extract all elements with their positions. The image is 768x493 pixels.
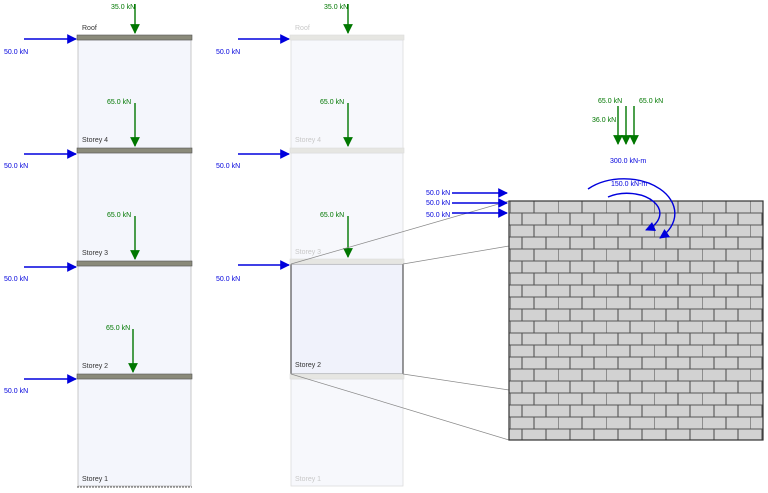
storey-label-3: Storey 3: [82, 250, 108, 257]
storey-label-4: Storey 4: [295, 137, 321, 144]
lateral-load-label: 50.0 kN: [216, 163, 240, 170]
storey-1-panel: [77, 378, 192, 487]
storey-1-panel: [290, 378, 404, 487]
moment-label: 300.0 kN-m: [610, 158, 646, 165]
gravity-load-label: 65.0 kN: [107, 99, 131, 106]
brick-wall: [508, 200, 764, 441]
storey-label-roof: Roof: [295, 25, 310, 32]
storey-label-3: Storey 3: [295, 249, 321, 256]
roof-slab: [76, 34, 193, 41]
storey-2-slab: [76, 373, 193, 380]
gravity-load-label: 65.0 kN: [107, 212, 131, 219]
lateral-load-label: 50.0 kN: [4, 388, 28, 395]
building-left: Roof Storey 4 Storey 3 Storey 2 Storey 1…: [4, 4, 193, 488]
storey-label-4: Storey 4: [82, 137, 108, 144]
lateral-load-label: 50.0 kN: [426, 212, 450, 219]
storey-label-roof: Roof: [82, 25, 97, 32]
gravity-load-label: 36.0 kN: [592, 117, 616, 124]
storey-2-slab: [289, 373, 405, 380]
storey-label-1: Storey 1: [295, 476, 321, 483]
moment-label: 150.0 kN-m: [611, 181, 647, 188]
gravity-load-label: 65.0 kN: [639, 98, 663, 105]
storey-4-slab: [289, 147, 405, 154]
roof-slab: [289, 34, 405, 41]
lateral-load-label: 50.0 kN: [216, 276, 240, 283]
wall-detail: 50.0 kN 50.0 kN 50.0 kN 65.0 kN 65.0 kN …: [426, 98, 764, 441]
moment-arrow-large: [587, 178, 676, 239]
lateral-load-label: 50.0 kN: [4, 276, 28, 283]
storey-3-panel: [290, 152, 404, 264]
storey-label-2: Storey 2: [295, 362, 321, 369]
building-middle: Roof Storey 4 Storey 3 Storey 2 Storey 1…: [216, 4, 405, 487]
gravity-load-label: 35.0 kN: [111, 4, 135, 11]
lateral-load-label: 50.0 kN: [426, 200, 450, 207]
gravity-load-label: 65.0 kN: [320, 99, 344, 106]
storey-3-slab: [289, 258, 405, 265]
gravity-load-label: 65.0 kN: [598, 98, 622, 105]
storey-4-panel: [290, 39, 404, 151]
callout-line: [402, 245, 510, 265]
storey-label-1: Storey 1: [82, 476, 108, 483]
moment-arrow-small: [607, 192, 661, 231]
storey-label-2: Storey 2: [82, 363, 108, 370]
lateral-load-label: 50.0 kN: [4, 49, 28, 56]
callout-lines: [290, 200, 510, 441]
callout-line: [402, 373, 510, 391]
callout-line: [290, 200, 510, 265]
storey-4-slab: [76, 147, 193, 154]
gravity-load-label: 65.0 kN: [320, 212, 344, 219]
lateral-load-label: 50.0 kN: [216, 49, 240, 56]
storey-2-panel-highlighted: [290, 263, 404, 375]
storey-2-panel: [77, 265, 192, 377]
gravity-load-label: 65.0 kN: [106, 325, 130, 332]
callout-line: [290, 373, 510, 441]
lateral-load-label: 50.0 kN: [426, 190, 450, 197]
storey-3-slab: [76, 260, 193, 267]
gravity-load-label: 35.0 kN: [324, 4, 348, 11]
lateral-load-label: 50.0 kN: [4, 163, 28, 170]
